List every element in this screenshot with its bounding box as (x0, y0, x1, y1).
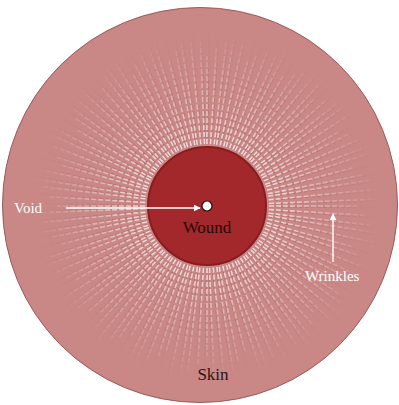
wound-label: Wound (183, 219, 232, 238)
void-leader (66, 207, 200, 208)
skin-region-outline (2, 7, 398, 403)
wrinkles-label: Wrinkles (305, 268, 359, 285)
skin-label: Skin (197, 366, 228, 385)
void-label: Void (14, 200, 42, 217)
wound-region: Wound (147, 146, 267, 266)
wound-region-outline (147, 146, 267, 266)
skin-region: Skin Wound (2, 7, 398, 403)
wrinkles-leader (332, 214, 333, 262)
void-dot (202, 201, 212, 211)
